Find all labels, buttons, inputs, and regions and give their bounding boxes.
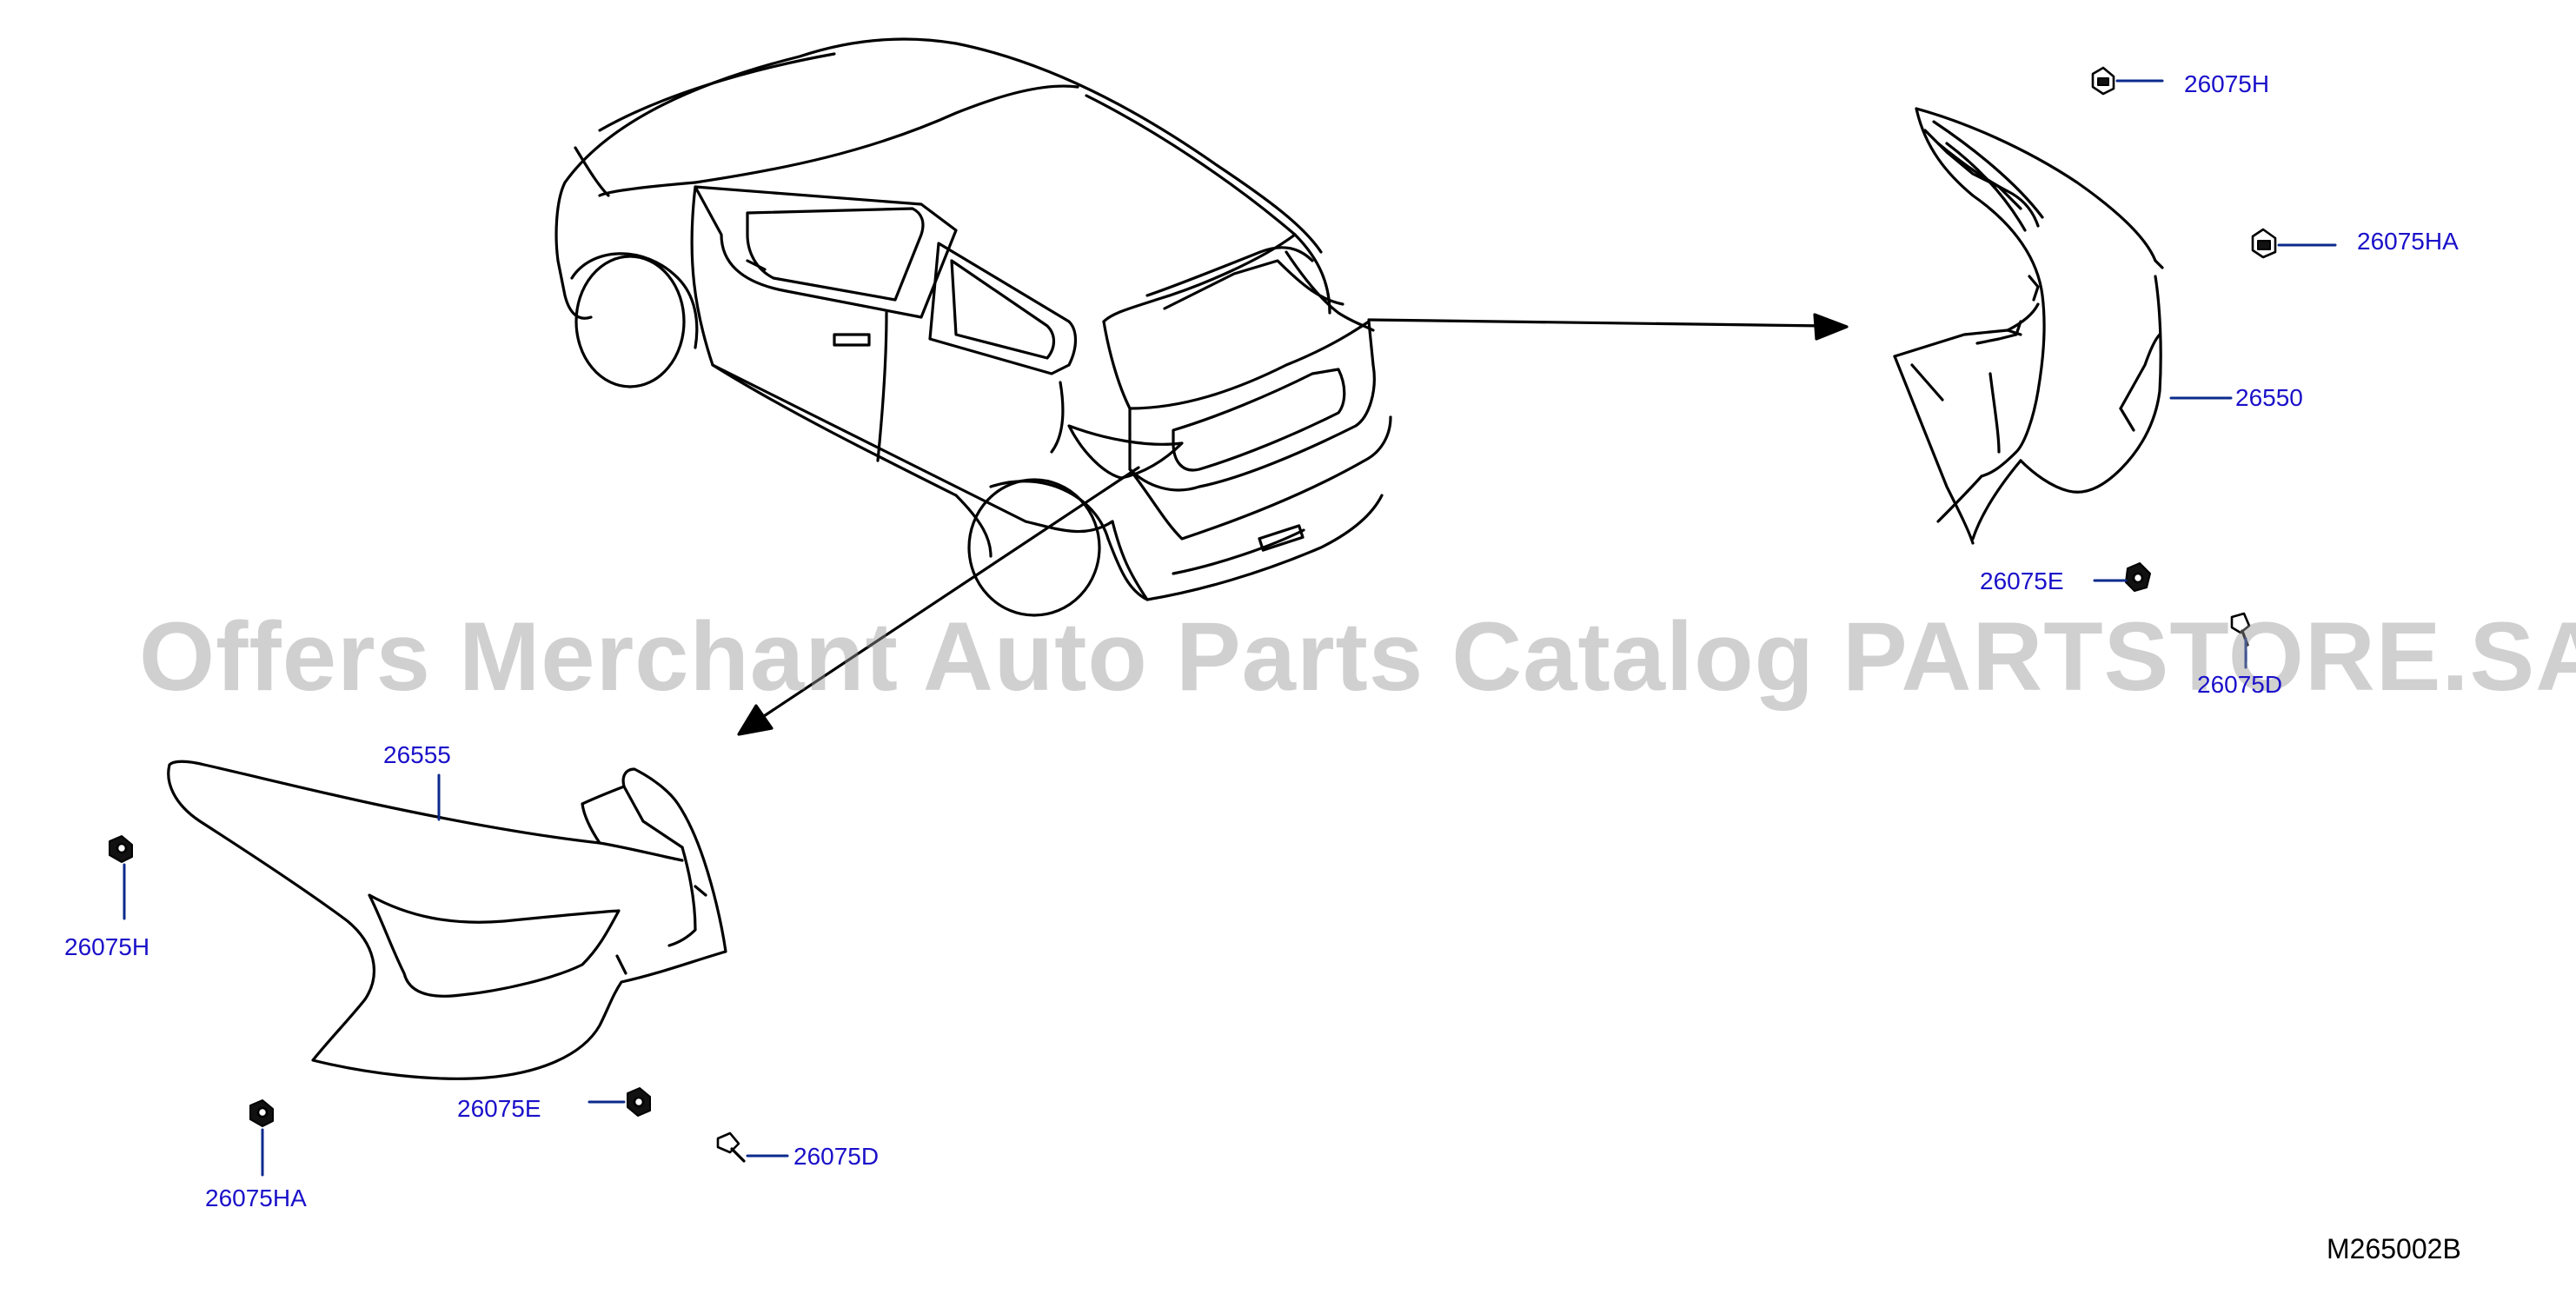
callout-26075HA-upper[interactable]: 26075HA [2357, 228, 2459, 255]
fastener-26075E-right [2125, 562, 2151, 592]
callout-26075H-upper[interactable]: 26075H [2184, 70, 2270, 97]
fastener-26075D-bottom [716, 1131, 746, 1163]
callout-26075D-right[interactable]: 26075D [2197, 671, 2283, 698]
rear-combination-lamp-26550 [1893, 107, 2164, 545]
callout-26075HA-bottom[interactable]: 26075HA [205, 1185, 307, 1211]
callout-26075D-bottom[interactable]: 26075D [793, 1143, 880, 1170]
arrow-to-tail-lamp [754, 466, 1140, 723]
tail-lamp-26555 [167, 760, 727, 1080]
callout-26550[interactable]: 26550 [2235, 384, 2303, 411]
fastener-26075HA-bottom [249, 1099, 274, 1127]
callout-26075E-bottom[interactable]: 26075E [457, 1095, 541, 1122]
callout-26075H-left[interactable]: 26075H [64, 933, 150, 960]
arrow-to-rear-combination-lamp [1367, 318, 1827, 328]
arrow-head-right [1813, 313, 1849, 341]
fastener-26075H-upper [2091, 66, 2115, 96]
figure-code: M265002B [2327, 1233, 2461, 1264]
callout-26555[interactable]: 26555 [383, 741, 451, 768]
fastener-26075H-left [109, 835, 133, 863]
watermark-text: Offers Merchant Auto Parts Catalog PARTS… [139, 602, 2576, 711]
fastener-26075E-bottom [627, 1087, 651, 1117]
arrow-head-left [737, 704, 773, 736]
fastener-26075HA-upper [2251, 228, 2277, 259]
vehicle-illustration [554, 37, 1392, 617]
callout-26075E-right[interactable]: 26075E [1980, 567, 2064, 594]
pointer-arrows [737, 313, 1849, 736]
